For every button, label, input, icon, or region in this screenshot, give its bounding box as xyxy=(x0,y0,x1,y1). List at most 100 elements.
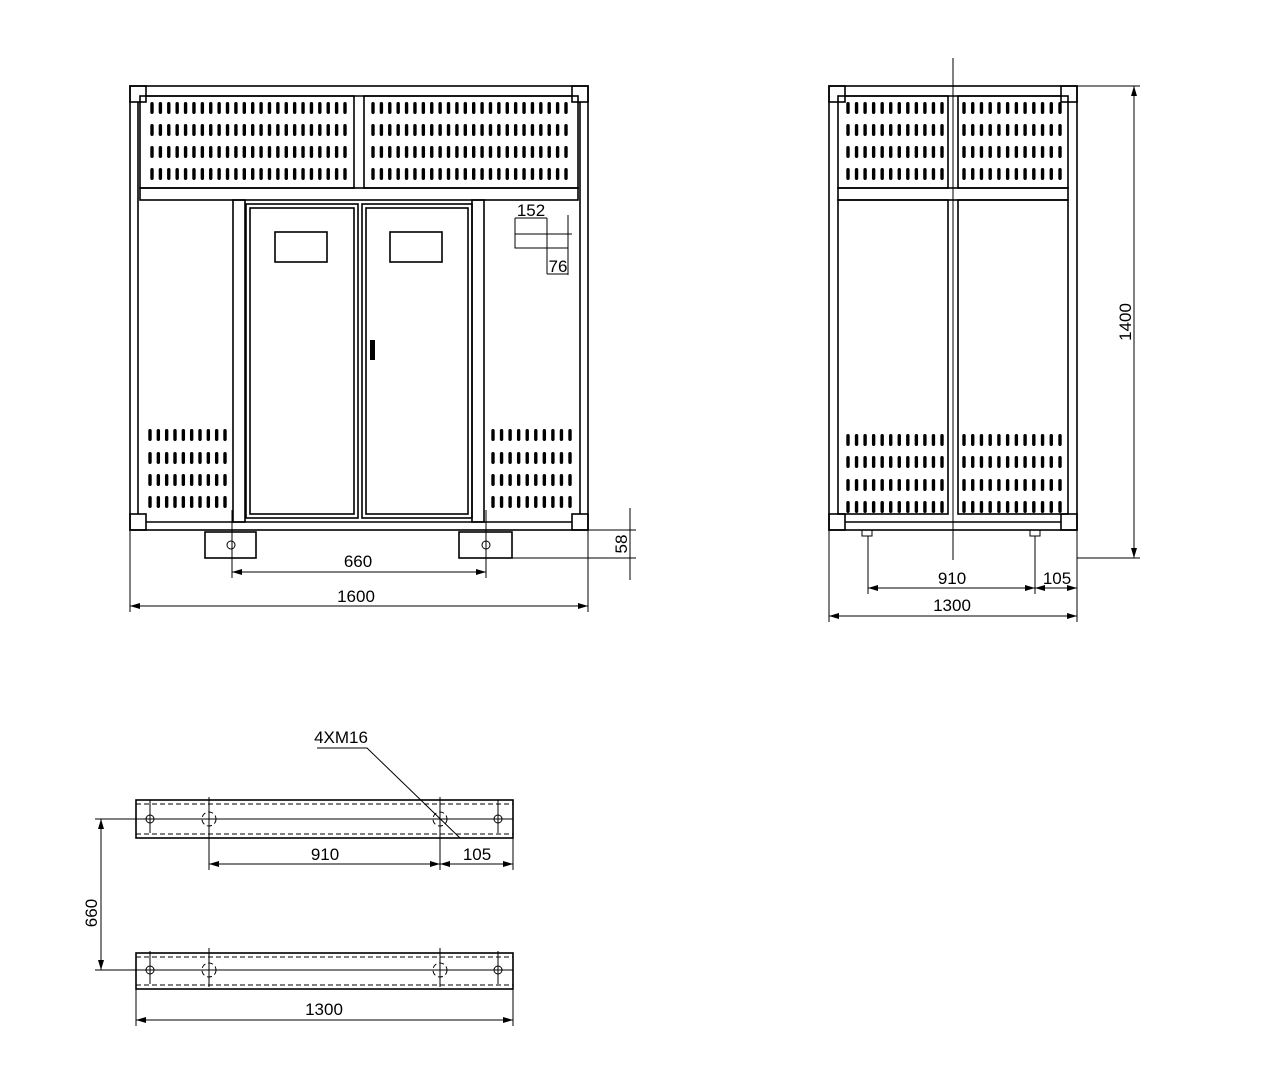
vent-slot xyxy=(988,146,992,158)
vent-slot xyxy=(863,124,867,136)
vent-slot xyxy=(164,452,169,464)
vent-slot xyxy=(276,168,280,180)
vent-slot xyxy=(505,168,509,180)
vent-slot xyxy=(555,102,560,114)
vent-slot xyxy=(871,168,876,180)
vent-slot xyxy=(250,102,255,114)
vent-slot xyxy=(334,146,339,158)
vent-slot xyxy=(516,429,521,441)
vent-slot xyxy=(530,168,535,180)
vent-slot xyxy=(225,146,230,158)
vent-slot xyxy=(371,102,375,114)
vent-slot xyxy=(508,496,512,508)
vent-slot xyxy=(534,496,538,508)
vent-slot xyxy=(1023,456,1027,468)
vent-slot xyxy=(488,146,493,158)
vent-slot xyxy=(430,102,434,114)
vent-slot xyxy=(940,501,944,513)
vent-slot xyxy=(1049,124,1053,136)
vent-slot xyxy=(880,479,884,491)
vent-slot xyxy=(931,501,936,513)
vent-slot xyxy=(551,429,555,441)
vent-slot xyxy=(164,429,169,441)
vent-slot xyxy=(997,102,1001,114)
vent-slot xyxy=(491,474,495,486)
vent-slot xyxy=(897,479,901,491)
vent-slot xyxy=(979,102,984,114)
vent-slot xyxy=(1049,501,1053,513)
vent-slot xyxy=(997,434,1001,446)
vent-slot xyxy=(292,146,297,158)
vent-slot xyxy=(931,434,936,446)
vent-slot xyxy=(175,124,179,136)
vent-slot xyxy=(880,434,884,446)
vent-slot xyxy=(343,146,347,158)
vent-slot xyxy=(198,429,202,441)
vent-slot xyxy=(505,102,509,114)
vent-slot xyxy=(499,429,504,441)
vent-slot xyxy=(1049,102,1053,114)
vent-slot xyxy=(559,452,564,464)
vent-slot xyxy=(516,496,521,508)
vent-slot xyxy=(871,146,876,158)
vent-slot xyxy=(923,456,927,468)
vent-slot xyxy=(148,474,152,486)
vent-slot xyxy=(318,146,322,158)
vent-slot xyxy=(334,102,339,114)
vent-slot xyxy=(388,146,392,158)
vent-slot xyxy=(923,479,927,491)
vent-slot xyxy=(156,496,161,508)
vent-slot xyxy=(971,124,975,136)
vent-slot xyxy=(914,479,919,491)
vent-slot xyxy=(480,102,484,114)
vent-slot xyxy=(863,479,867,491)
vent-slot xyxy=(906,102,910,114)
vent-slot xyxy=(371,146,375,158)
vent-slots xyxy=(148,102,572,508)
vent-slot xyxy=(897,501,901,513)
vent-slot xyxy=(192,146,196,158)
vent-slot xyxy=(318,168,322,180)
vent-slot xyxy=(906,124,910,136)
vent-slot xyxy=(371,124,375,136)
vent-slot xyxy=(1032,102,1036,114)
vent-slot xyxy=(242,102,247,114)
vent-slot xyxy=(863,501,867,513)
vent-slot xyxy=(559,429,564,441)
vent-slot xyxy=(505,124,509,136)
vent-slot xyxy=(463,102,468,114)
dim-58-label: 58 xyxy=(612,535,631,554)
vent-slot xyxy=(158,146,163,158)
vent-slot xyxy=(914,102,919,114)
vent-slot xyxy=(326,168,330,180)
vent-slot xyxy=(209,102,213,114)
vent-slot xyxy=(863,434,867,446)
vent-slot xyxy=(863,146,867,158)
vent-slot xyxy=(158,124,163,136)
vent-slot xyxy=(497,102,501,114)
vent-slot xyxy=(156,474,161,486)
vent-slot xyxy=(343,102,347,114)
vent-slot xyxy=(889,434,893,446)
vent-slot xyxy=(183,146,188,158)
vent-slot xyxy=(889,124,893,136)
vent-slot xyxy=(897,456,901,468)
vent-slot xyxy=(542,452,547,464)
vent-slot xyxy=(940,168,944,180)
vent-slot xyxy=(309,102,314,114)
vent-slots xyxy=(846,102,1062,513)
vent-slot xyxy=(863,102,867,114)
vent-slot xyxy=(1058,146,1062,158)
vent-slot xyxy=(979,168,984,180)
vent-slot xyxy=(1005,146,1010,158)
vent-slot xyxy=(863,168,867,180)
vent-slot xyxy=(301,168,305,180)
vent-slot xyxy=(1032,434,1036,446)
vent-slot xyxy=(923,124,927,136)
vent-slot xyxy=(522,102,526,114)
dim-152-label: 152 xyxy=(517,201,545,220)
vent-slot xyxy=(301,146,305,158)
vent-slot xyxy=(962,102,966,114)
vent-slot xyxy=(326,146,330,158)
